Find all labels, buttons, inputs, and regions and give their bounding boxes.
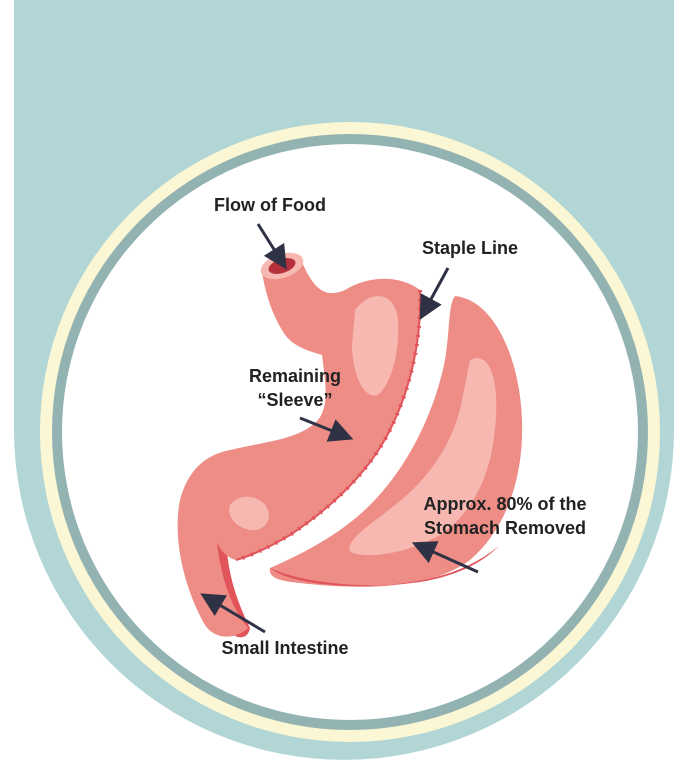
label-flow-of-food: Flow of Food [200,193,340,217]
label-remaining-sleeve-line2: “Sleeve” [230,388,360,412]
label-stomach-removed-line1: Approx. 80% of the [405,492,605,516]
label-stomach-removed: Approx. 80% of the Stomach Removed [405,492,605,540]
label-stomach-removed-line2: Stomach Removed [405,516,605,540]
label-remaining-sleeve-line1: Remaining [230,364,360,388]
label-staple-line: Staple Line [400,236,540,260]
label-small-intestine: Small Intestine [200,636,370,660]
label-remaining-sleeve: Remaining “Sleeve” [230,364,360,412]
